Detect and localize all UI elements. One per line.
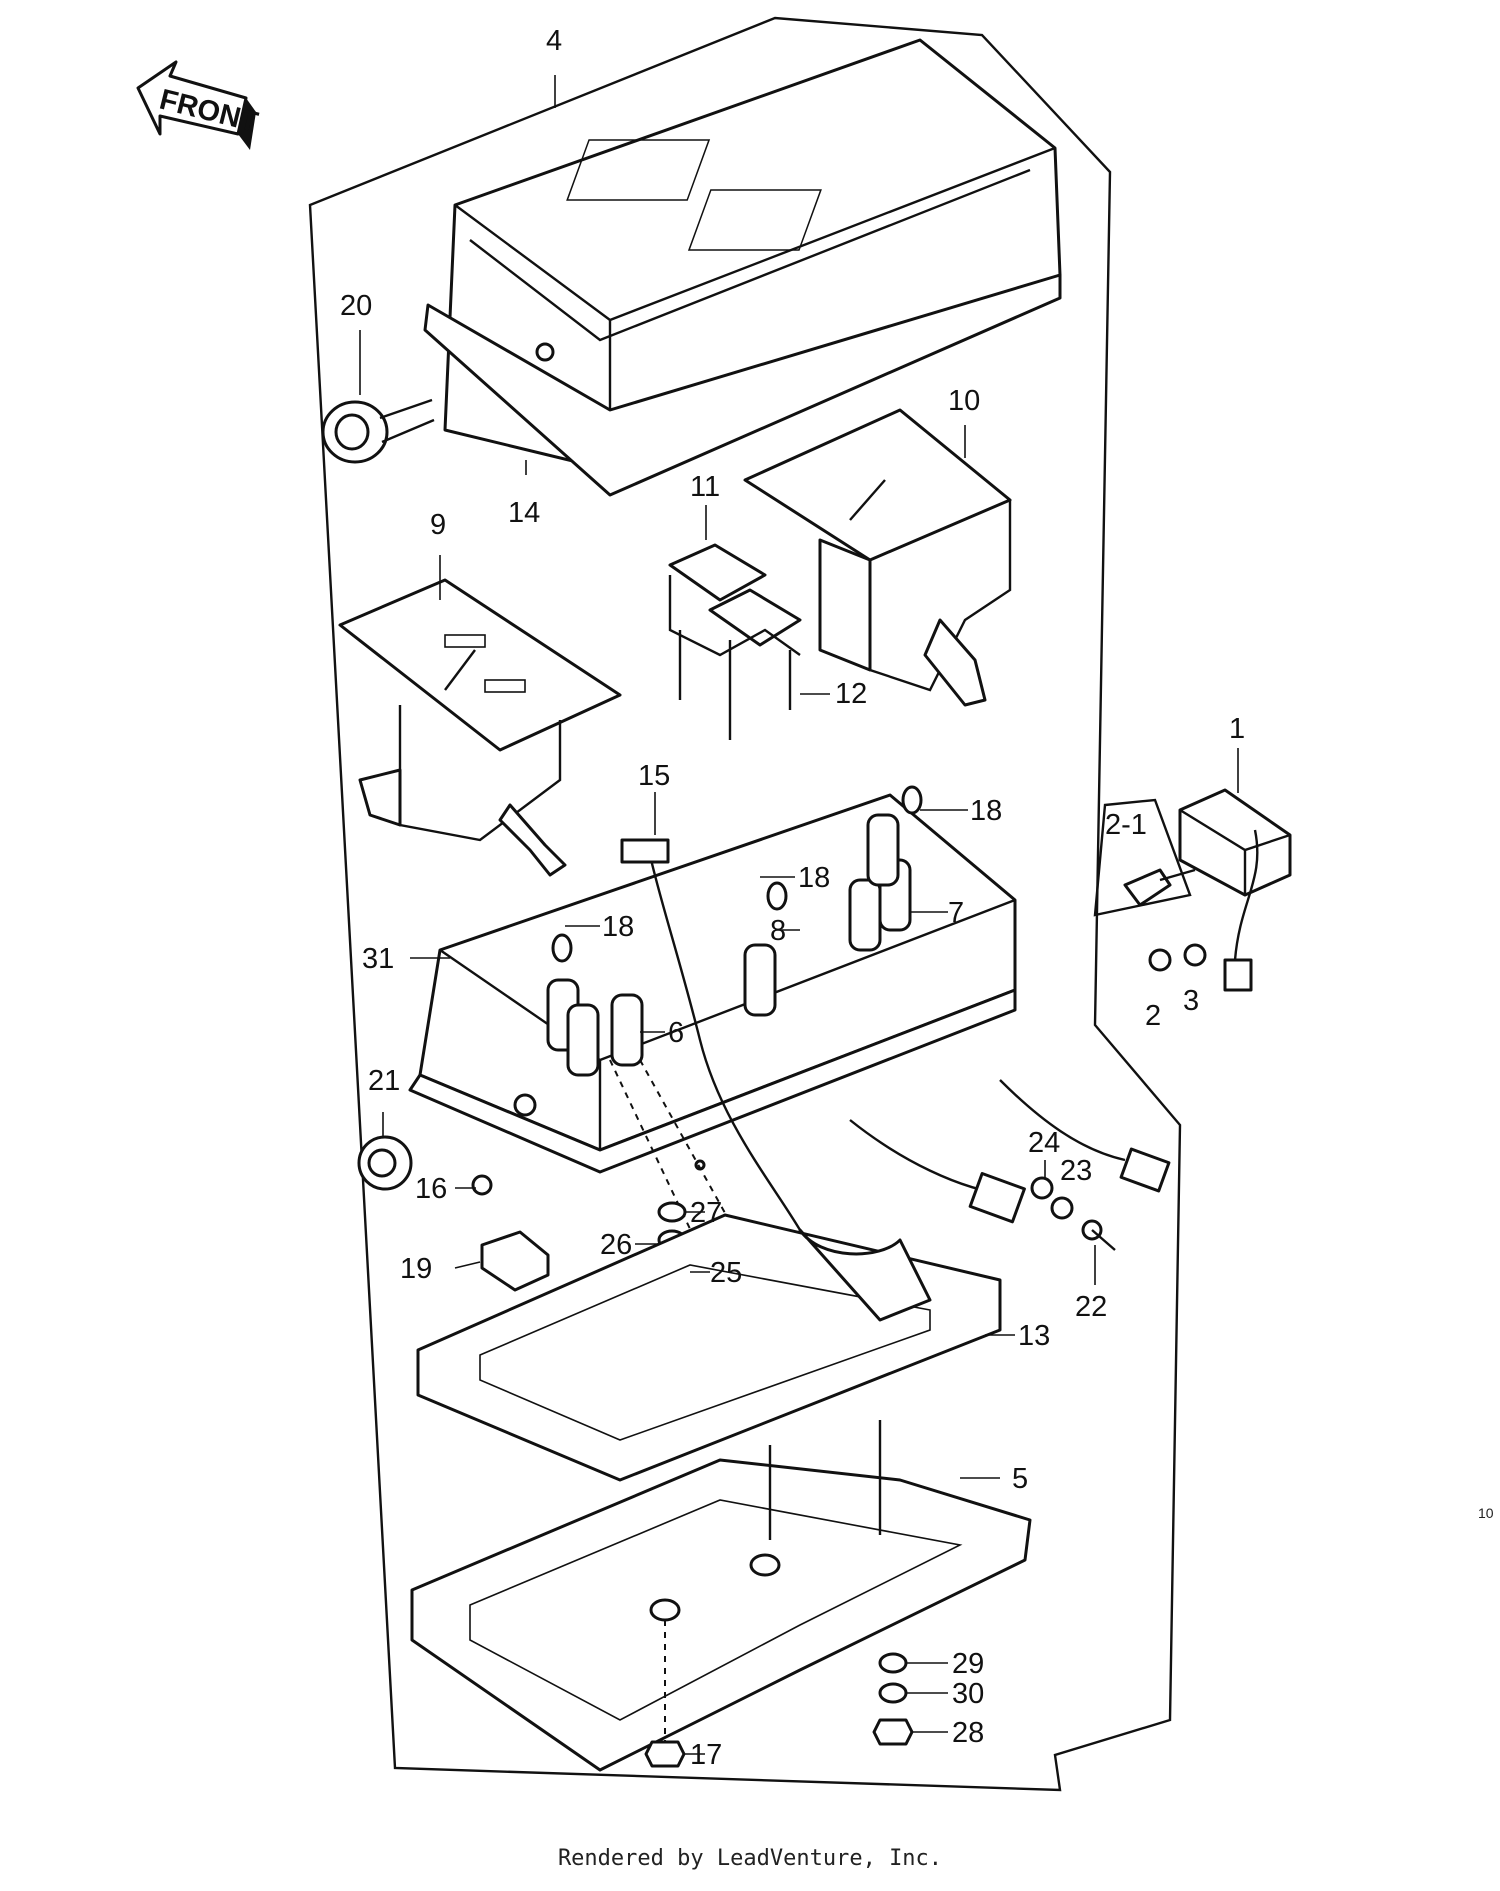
callout-24: 24 (1028, 1127, 1060, 1159)
callout-18-c: 18 (602, 911, 634, 943)
callout-19: 19 (400, 1253, 432, 1285)
callout-15: 15 (638, 760, 670, 792)
callout-labels: 4 20 14 10 11 9 12 1 2-1 2 3 15 18 18 18… (340, 25, 1245, 1771)
callout-27: 27 (690, 1197, 722, 1229)
relay-part (1178, 788, 1292, 992)
callout-26: 26 (600, 1229, 632, 1261)
washer-27-part (657, 1201, 687, 1223)
side-page-mark: 10 (1478, 1505, 1494, 1521)
footer-credit: Rendered by LeadVenture, Inc. (557, 1846, 943, 1871)
callout-28: 28 (952, 1717, 984, 1749)
meter-housing-part (408, 793, 1017, 1174)
callout-31: 31 (362, 943, 394, 975)
callout-17: 17 (690, 1739, 722, 1771)
callout-9: 9 (430, 509, 446, 541)
washer-24-part (1030, 1176, 1054, 1200)
callout-4: 4 (546, 25, 562, 57)
assembly-boundary (308, 16, 1182, 1792)
clamp-19-part (480, 1230, 550, 1292)
callout-14: 14 (508, 497, 540, 529)
callout-13: 13 (1018, 1320, 1050, 1352)
wire-clip-part (620, 838, 670, 864)
callout-11: 11 (690, 471, 720, 503)
callout-6: 6 (668, 1017, 684, 1049)
callout-29: 29 (952, 1648, 984, 1680)
washer-3-part (1183, 943, 1207, 967)
callout-20: 20 (340, 290, 372, 322)
callout-10: 10 (948, 385, 980, 417)
speedometer-part (743, 408, 1012, 707)
callout-2-1: 2-1 (1105, 809, 1147, 841)
leader-lines (359, 75, 1239, 1755)
nut-17-part (644, 1740, 686, 1768)
bolt-group-bracket (1093, 798, 1192, 917)
callout-3: 3 (1183, 985, 1199, 1017)
washer-29-part (878, 1652, 908, 1674)
callout-1: 1 (1229, 713, 1245, 745)
callout-16: 16 (415, 1173, 447, 1205)
base-plate-part (410, 1420, 1032, 1772)
callout-5: 5 (1012, 1463, 1028, 1495)
callout-30: 30 (952, 1678, 984, 1710)
callout-25: 25 (710, 1257, 742, 1289)
callout-22: 22 (1075, 1291, 1107, 1323)
gasket-part (416, 1213, 1002, 1482)
callout-7: 7 (948, 897, 964, 929)
callout-18-b: 18 (798, 862, 830, 894)
screw-2-part (1148, 948, 1172, 972)
callout-23: 23 (1060, 1155, 1092, 1187)
indicator-assembly-part (668, 543, 802, 740)
callout-21: 21 (368, 1065, 400, 1097)
washer-30-part (878, 1682, 908, 1704)
callout-8: 8 (770, 915, 786, 947)
wire-harness-part (648, 854, 802, 1231)
trip-knob-part (321, 398, 435, 464)
tachometer-part (338, 578, 622, 877)
upper-cover-part (443, 38, 1062, 472)
front-arrow-icon: FRONT (136, 60, 261, 150)
nut-28-part (872, 1718, 914, 1746)
bolt-2-1-part (1123, 868, 1172, 907)
cover-base-part (423, 273, 1062, 497)
cover-hole (535, 342, 555, 362)
screw-16-part (471, 1174, 493, 1196)
bulb-socket-group (546, 785, 923, 1077)
callout-2: 2 (1145, 1000, 1161, 1032)
callout-18-a: 18 (970, 795, 1002, 827)
grommet-part (357, 1135, 413, 1191)
callout-12: 12 (835, 678, 867, 710)
washer-23-part (1050, 1196, 1074, 1220)
